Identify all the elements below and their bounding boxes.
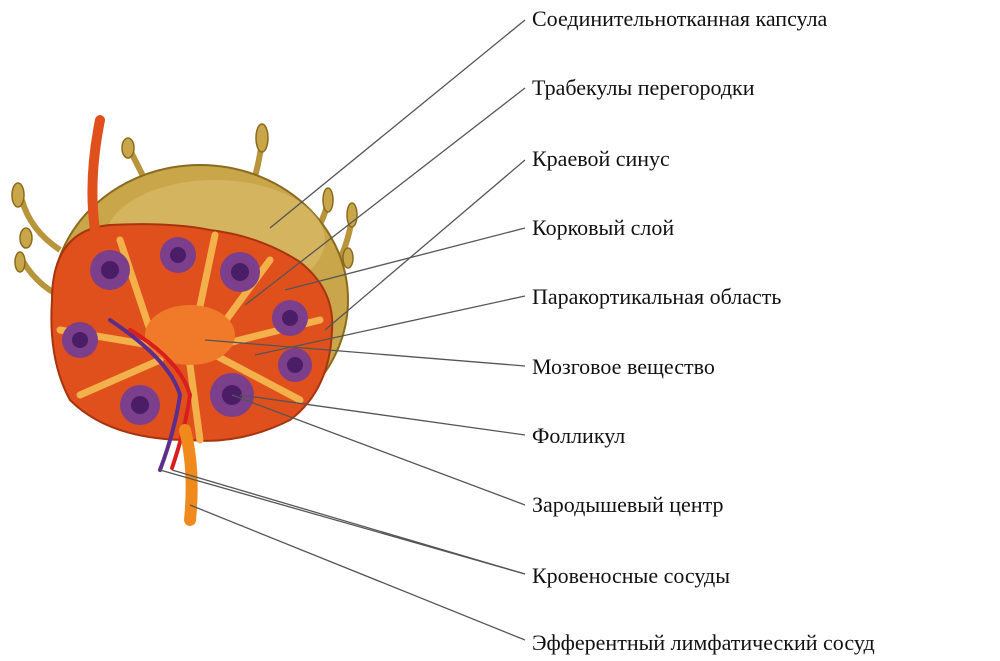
label-capsule: Соединительнотканная капсула [532, 8, 827, 30]
leader-line-germinal-center [232, 395, 525, 505]
label-marginal-sinus: Краевой синус [532, 148, 670, 170]
label-blood-vessels: Кровеносные сосуды [532, 565, 730, 587]
leader-line-capsule [270, 20, 525, 228]
label-cortex: Корковый слой [532, 217, 674, 239]
leader-line-marginal-sinus [325, 160, 525, 330]
label-efferent-vessel: Эфферентный лимфатический сосуд [532, 632, 875, 654]
label-trabeculae: Трабекулы перегородки [532, 77, 755, 99]
medulla [145, 305, 235, 365]
label-germinal-center: Зародышевый центр [532, 494, 723, 516]
label-medulla: Мозговое вещество [532, 356, 715, 378]
label-follicle: Фолликул [532, 425, 625, 447]
label-paracortex: Паракортикальная область [532, 286, 781, 308]
leader-line-blood-vessels-2 [160, 470, 525, 574]
